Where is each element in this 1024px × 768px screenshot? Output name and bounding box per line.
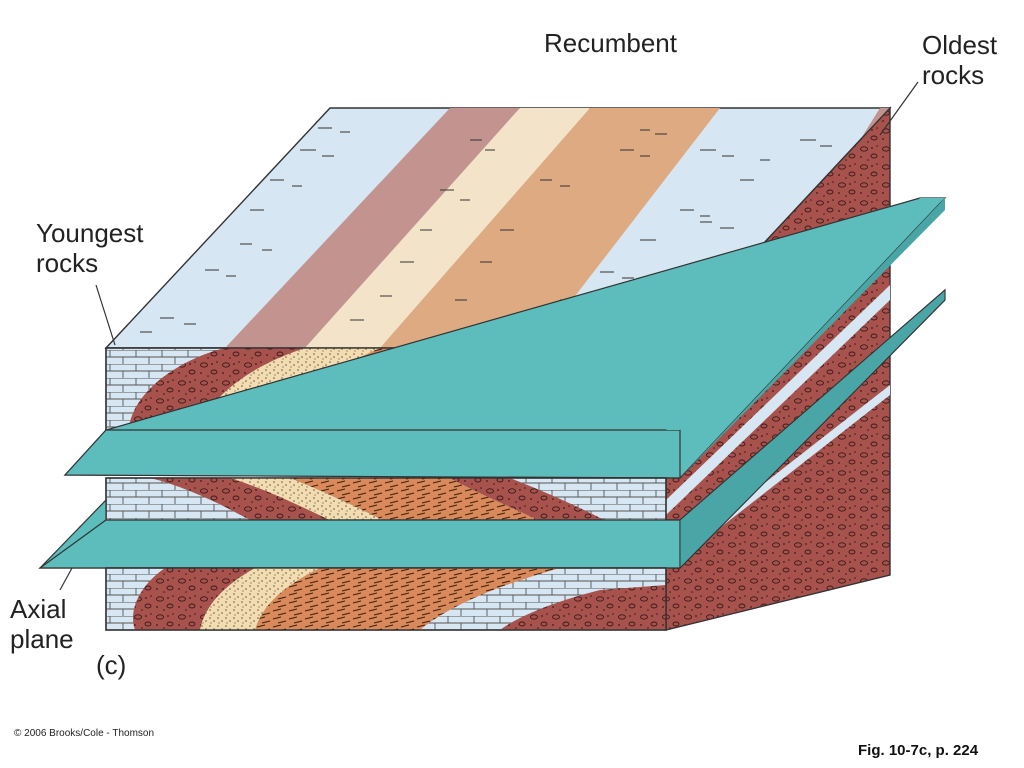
top-band-red: [225, 108, 520, 348]
axial-plane-label: Axial plane: [10, 594, 74, 654]
axial-plane-line1: Axial: [10, 594, 67, 624]
diagram-title: Recumbent: [544, 28, 677, 58]
oldest-rocks-label: Oldest rocks: [922, 30, 997, 90]
figure-reference: Fig. 10-7c, p. 224: [858, 742, 979, 759]
youngest-rocks-line2: rocks: [36, 248, 99, 278]
axial-plane-line2: plane: [10, 624, 74, 654]
youngest-rocks-line1: Youngest: [36, 218, 144, 248]
top-band-orange: [380, 108, 720, 348]
top-band-sandstone: [305, 108, 590, 348]
oldest-rocks-line2: rocks: [922, 60, 985, 90]
oldest-rocks-line1: Oldest: [922, 30, 998, 60]
block-top-surface: [104, 107, 892, 349]
axial-leader-line: [59, 567, 73, 591]
lower-slice-front: [105, 567, 667, 631]
panel-label: (c): [96, 650, 127, 680]
youngest-leader-line: [95, 284, 116, 346]
youngest-rocks-label: Youngest rocks: [36, 218, 143, 278]
copyright-text: © 2006 Brooks/Cole - Thomson: [14, 728, 155, 739]
oldest-leader-line: [879, 81, 919, 136]
